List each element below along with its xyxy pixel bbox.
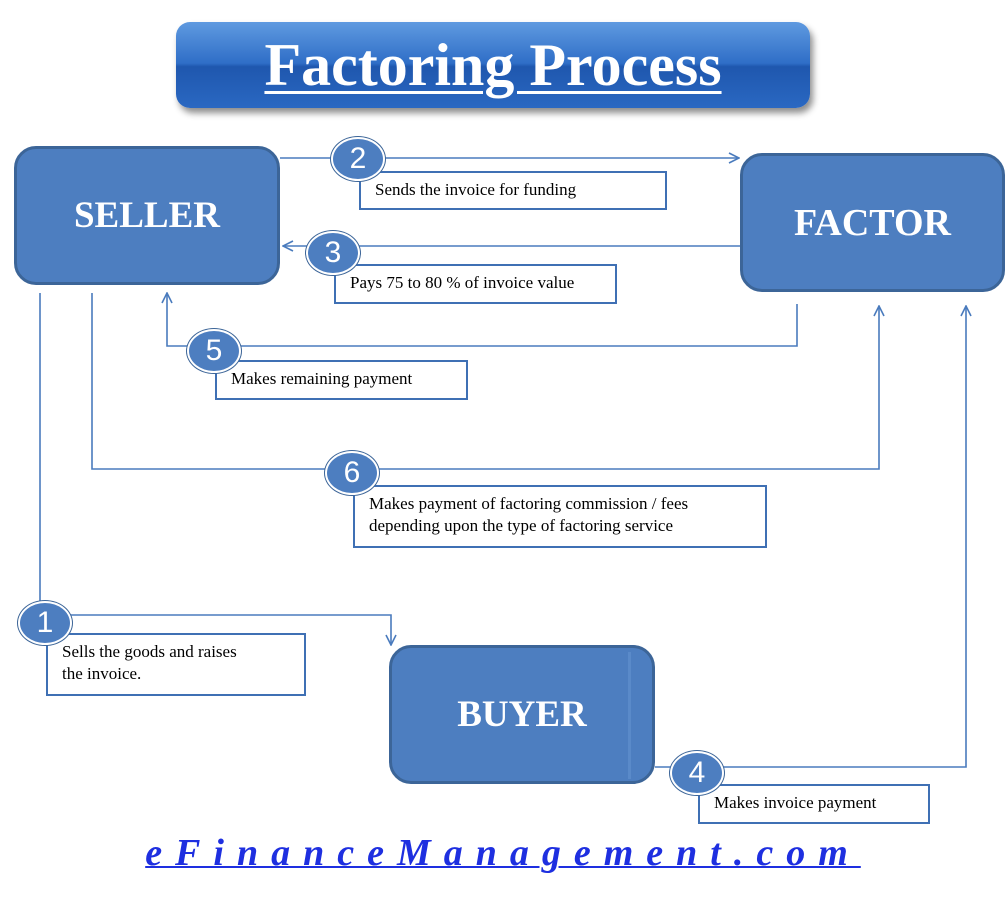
- arrow-step-6: [91, 293, 879, 470]
- step-5-note: Makes remaining payment: [215, 360, 468, 400]
- step-6-badge: 6: [325, 451, 379, 495]
- step-4-badge: 4: [670, 751, 724, 795]
- buyer-box: BUYER: [389, 645, 655, 784]
- factor-box: FACTOR: [740, 153, 1005, 292]
- step-5-badge: 5: [187, 329, 241, 373]
- arrow-step-5: [167, 293, 798, 347]
- seller-box: SELLER: [14, 146, 280, 285]
- diagram-title: Factoring Process: [176, 22, 810, 108]
- step-3-badge: 3: [306, 231, 360, 275]
- step-3-note: Pays 75 to 80 % of invoice value: [334, 264, 617, 304]
- arrow-step-4: [655, 306, 966, 768]
- step-1-badge: 1: [18, 601, 72, 645]
- step-6-note: Makes payment of factoring commission / …: [353, 485, 767, 548]
- step-4-note: Makes invoice payment: [698, 784, 930, 824]
- step-2-badge: 2: [331, 137, 385, 181]
- footer-website[interactable]: eFinanceManagement.com: [145, 832, 861, 874]
- step-1-note: Sells the goods and raises the invoice.: [46, 633, 306, 696]
- arrow-step-1: [39, 293, 391, 645]
- step-2-note: Sends the invoice for funding: [359, 171, 667, 210]
